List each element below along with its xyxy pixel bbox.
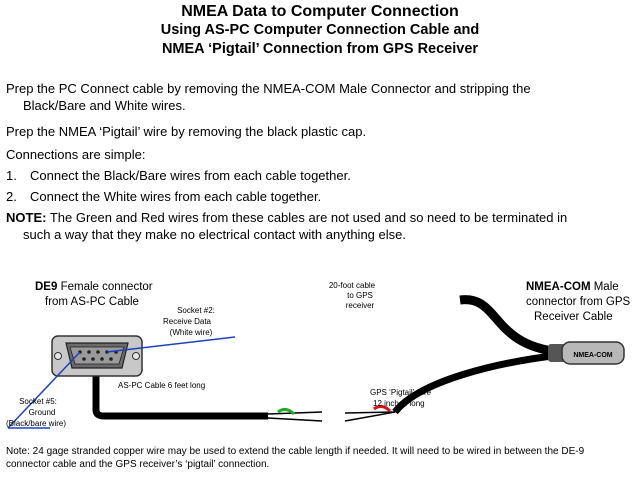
footnote: Note: 24 gage stranded copper wire may b… [6, 445, 634, 471]
as-pc-green-cap [277, 407, 296, 416]
socket-2-label-line-1: Socket #2: [177, 306, 215, 315]
step-2-text: Connect the White wires from each cable … [30, 189, 322, 204]
note-line-1: The Green and Red wires from these cable… [46, 210, 568, 225]
socket-2-label-line-3: (White wire) [170, 328, 213, 337]
nmea-com-label-line-2: connector from GPS [526, 296, 631, 308]
gps-cable-label-line-1: 20-foot cable [329, 281, 376, 290]
nmea-com-label-line-3: Receiver Cable [534, 311, 613, 323]
pigtail-label-line-2: 12 inches long [373, 399, 425, 408]
nmea-com-connector-text: NMEA-COM [573, 352, 612, 359]
step-1: 1. Connect the Black/Bare wires from each… [6, 167, 634, 184]
pigtail-label-line-1: GPS ‘Pigtail’ wire [370, 388, 432, 397]
nmea-com-label-rest: Male [591, 281, 619, 293]
de9-pins [78, 350, 118, 361]
prep-nmea-paragraph: Prep the NMEA ‘Pigtail’ wire by removing… [6, 124, 367, 139]
de9-screw-right [132, 352, 140, 360]
de9-screw-left [54, 352, 62, 360]
de9-label-line-2: from AS-PC Cable [45, 296, 139, 308]
socket-5-label-line-1: Socket #5: [19, 397, 57, 406]
socket-5-pointer [7, 351, 81, 429]
note-paragraph: NOTE: The Green and Red wires from these… [6, 209, 634, 243]
nmea-com-connector [561, 341, 625, 365]
step-2-number: 2. [6, 189, 17, 204]
de9-label-bold: DE9 [35, 281, 57, 293]
as-pc-cable-label: AS-PC Cable 6 feet long [118, 381, 205, 390]
title-line-1: NMEA Data to Computer Connection [181, 3, 459, 20]
de9-pin [109, 357, 113, 361]
de9-label-rest: Female connector [57, 281, 152, 293]
as-pc-black-wire [267, 417, 323, 422]
socket-2-pointer [106, 336, 236, 353]
step-1-number: 1. [6, 168, 17, 183]
nmea-com-label-bold: NMEA-COM [526, 281, 591, 293]
pigtail-white-wire [344, 411, 396, 414]
prep-pc-line-1: Prep the PC Connect cable by removing th… [6, 81, 531, 96]
step-1-text: Connect the Black/Bare wires from each c… [30, 168, 351, 183]
gps-receiver-cable [459, 295, 561, 357]
de9-pin [87, 350, 91, 354]
pigtail-black-wire [344, 411, 396, 422]
de9-pin [82, 357, 86, 361]
de9-label-line-1: DE9 Female connector [35, 281, 153, 293]
de9-connector-face [69, 346, 125, 365]
socket-5-label-line-2: Ground [29, 408, 56, 417]
prep-pc-line-2: Black/Bare and White wires. [23, 98, 186, 113]
connections-intro: Connections are simple: [6, 147, 146, 162]
de9-pin [91, 357, 95, 361]
footnote-line-1: Note: 24 gage stranded copper wire may b… [6, 446, 585, 457]
step-2: 2. Connect the White wires from each cabl… [6, 188, 634, 205]
note-label: NOTE: [6, 210, 47, 225]
footnote-line-2: connector cable and the GPS receiver’s ‘… [6, 459, 270, 470]
note-line-2: such a way that they make no electrical … [23, 227, 406, 242]
socket-5-label-line-3: (Black/bare wire) [6, 419, 66, 428]
gps-cable-label-line-2: to GPS [347, 291, 373, 300]
de9-pin [100, 357, 104, 361]
socket-2-label-line-2: Receive Data [163, 317, 212, 326]
title-line-3: NMEA ‘Pigtail’ Connection from GPS Recei… [161, 41, 479, 57]
as-pc-cable [92, 368, 268, 420]
gps-pigtail-wire [392, 351, 561, 415]
gps-cable-label-line-3: receiver [346, 301, 375, 310]
pigtail-red-cap [373, 404, 392, 413]
nmea-com-label-line-1: NMEA-COM Male [526, 281, 619, 293]
prep-pc-paragraph: Prep the PC Connect cable by removing th… [6, 80, 634, 114]
title-line-2: Using AS-PC Computer Connection Cable an… [160, 22, 480, 38]
de9-pin [96, 350, 100, 354]
